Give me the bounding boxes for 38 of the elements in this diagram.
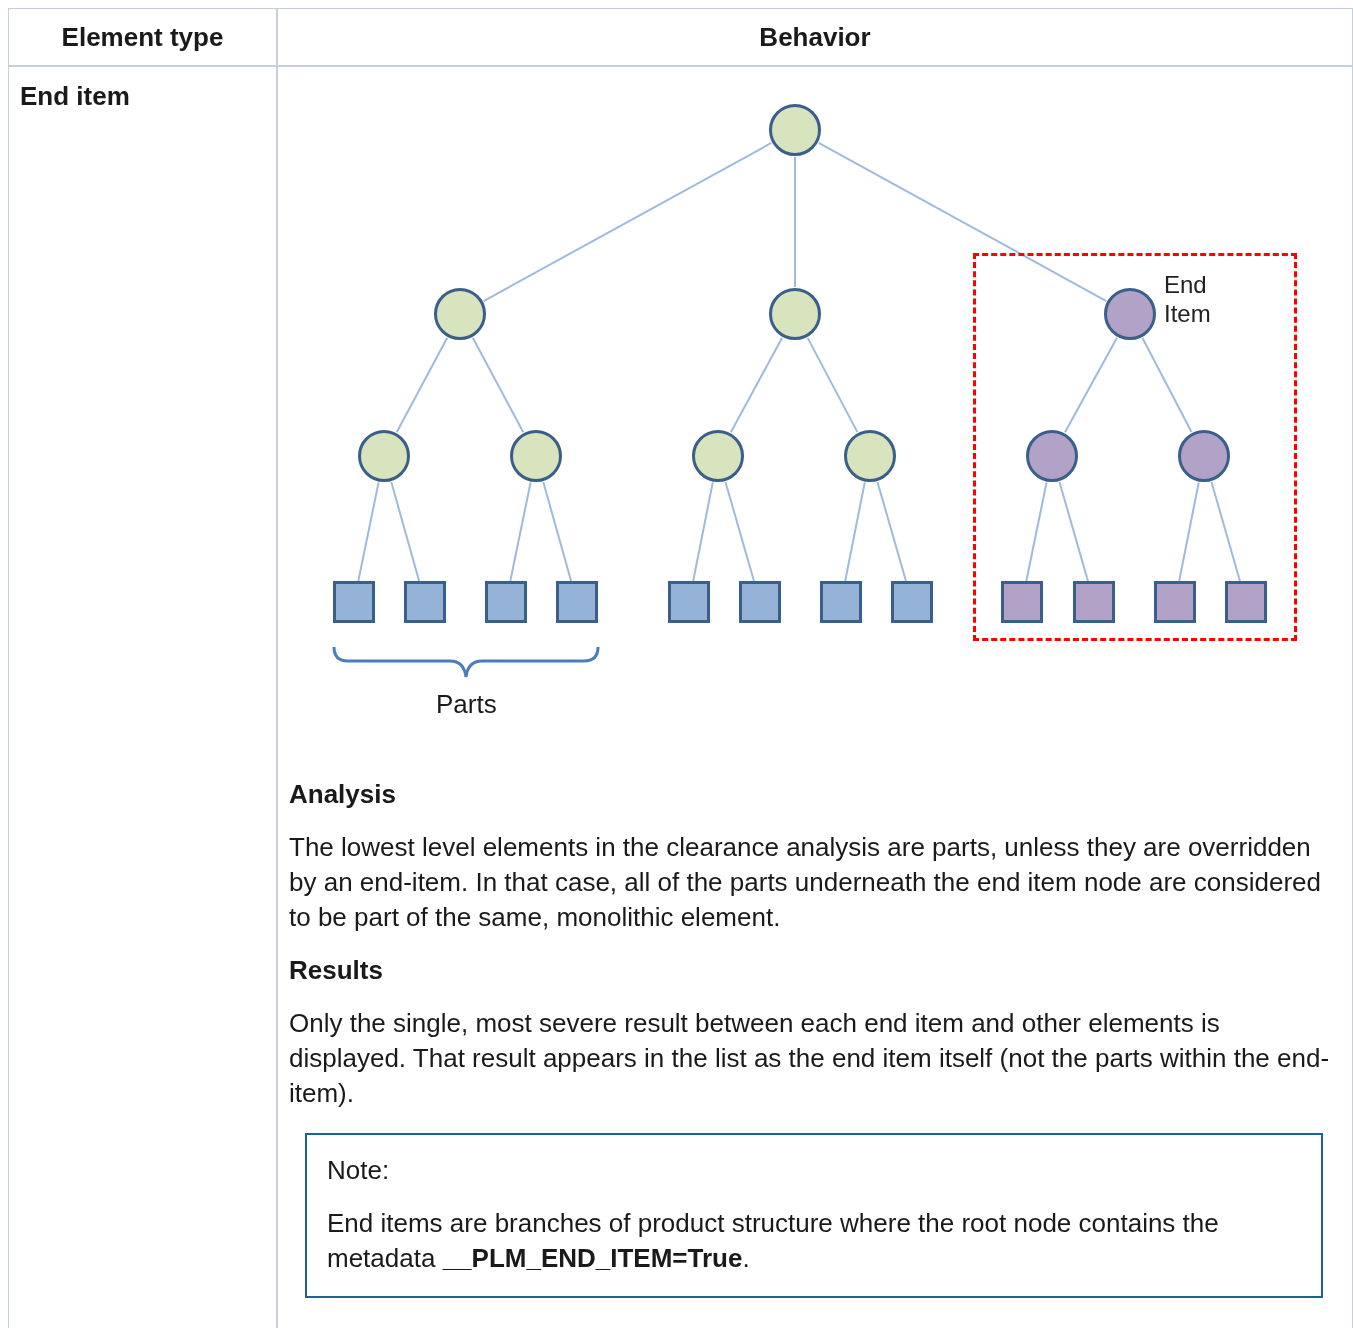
dashed-boundary	[973, 253, 1297, 641]
part-square	[891, 581, 933, 623]
tree-connector	[724, 480, 755, 582]
paragraph: The lowest level elements in the clearance analysis are parts, unless they are overridden by an end-item. In that case, all of the parts underneath the end item node are considered to be part of the same, monolithic element.	[289, 831, 1322, 934]
part-square	[1001, 581, 1043, 623]
header-cell: Behavior	[278, 9, 1352, 67]
part-square	[333, 581, 375, 623]
part-square	[668, 581, 710, 623]
tree-connector	[509, 481, 532, 582]
header-cell: Element type	[9, 9, 278, 67]
section-heading: Results	[289, 954, 384, 987]
table-cell-text: End item	[20, 81, 130, 111]
part-square	[485, 581, 527, 623]
part-square	[556, 581, 598, 623]
paragraph: Only the single, most severe result between each end item and other elements is displayed. That result appears in the list as the end item itself (not the parts within the end-item).	[289, 1007, 1331, 1110]
note-text: End items are branches of product structure where the root node contains the metadata __PLM_END_ITEM=True.	[327, 1207, 1220, 1275]
note-heading: Note:	[327, 1154, 391, 1187]
tree-connector	[1178, 481, 1200, 582]
tree-connector	[692, 481, 714, 582]
part-square	[1073, 581, 1115, 623]
tree-connector	[1210, 480, 1241, 582]
tree-connector	[1058, 480, 1089, 582]
tree-connector	[390, 481, 421, 582]
part-square	[1154, 581, 1196, 623]
node-caption: End Item	[1164, 270, 1212, 328]
part-square	[1225, 581, 1267, 623]
tree-connector	[542, 481, 573, 582]
tree-connector	[844, 481, 866, 582]
brace-label: Parts	[436, 688, 497, 721]
part-square	[404, 581, 446, 623]
note-box	[305, 1133, 1323, 1298]
section-heading: Analysis	[289, 778, 397, 811]
part-square	[739, 581, 781, 623]
tree-connector	[357, 481, 380, 582]
part-square	[820, 581, 862, 623]
tree-connector	[1025, 481, 1048, 582]
tree-connector	[794, 156, 796, 288]
tree-connector	[876, 480, 907, 582]
